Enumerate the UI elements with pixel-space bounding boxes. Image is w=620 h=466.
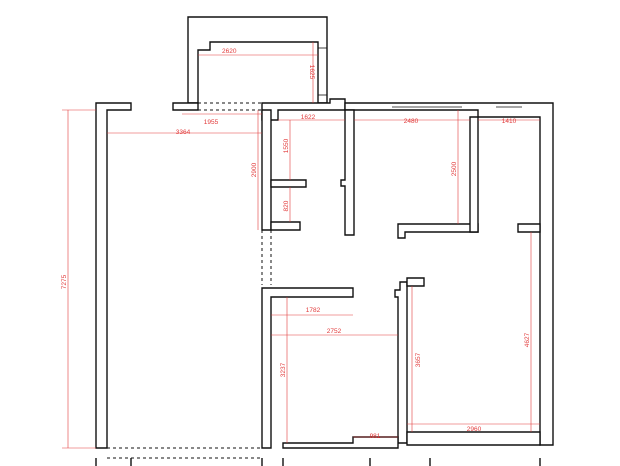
bedroom-right [406,277,541,446]
bath-mid-partition [270,179,307,188]
kitchen-right-wall [394,281,408,444]
bath-bottom-wall [270,221,301,231]
bedroom-right-top-wall [406,277,425,287]
label-kitchen-inner-width: 1782 [306,307,321,314]
label-kitchen-width: 2752 [327,328,342,335]
bedroom-top [340,109,541,239]
label-kitchen-depth: 3237 [280,362,287,377]
label-corridor-depth: 3657 [415,352,422,367]
kitchen-top-wall [261,287,354,449]
small-room-bottom-wall [517,223,541,233]
label-door-width: 981 [370,433,381,440]
label-bath-depth-total: 2900 [251,162,258,177]
label-bath-width: 1622 [301,114,316,121]
dimension-labels: 2620 1625 1955 3364 7275 1622 2900 1550 … [61,48,531,440]
bedroom-right-bottom-wall [406,431,541,446]
balcony-left-stub [172,102,199,111]
label-balcony-depth: 1625 [308,65,315,80]
label-bedroom-right-width: 2960 [467,426,482,433]
label-bedroom-top-depth: 2500 [451,161,458,176]
kitchen-bottom-wall [282,436,399,449]
label-small-room-width: 1410 [502,118,517,125]
bottom-edge [95,447,541,466]
label-bath-depth-lower: 820 [283,200,290,211]
bathroom [261,109,307,285]
label-balcony-opening: 1955 [204,119,219,126]
left-exterior-wall [95,102,132,449]
label-bedroom-top-width: 2480 [404,118,419,125]
balcony [172,16,328,111]
dimension-lines [62,42,540,449]
bedroom-top-left-wall [340,109,355,236]
balcony-wall [187,16,328,104]
label-balcony-width: 2620 [222,48,237,55]
exterior-walls [95,98,554,449]
label-bedroom-right-depth: 4627 [524,332,531,347]
bedroom-top-bottom-wall [397,223,479,239]
label-bath-depth-upper: 1550 [283,138,290,153]
label-living-depth: 7275 [61,274,68,289]
label-living-width: 3364 [176,129,191,136]
small-room-left-wall [469,116,479,233]
top-wall-right [344,102,554,446]
bath-left-wall [261,109,272,231]
